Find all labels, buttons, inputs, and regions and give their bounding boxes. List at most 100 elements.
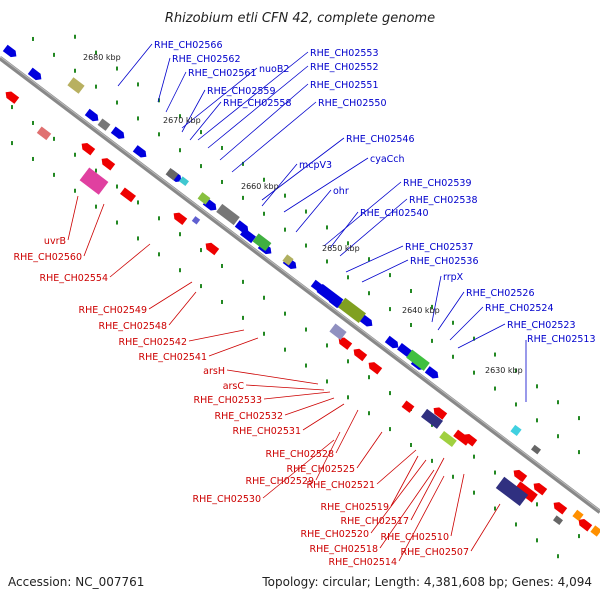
gene-label-blue[interactable]: rrpX: [443, 272, 464, 283]
tick-mark: [263, 177, 265, 182]
tick-mark: [32, 36, 34, 41]
gene-label-blue[interactable]: RHE_CH02539: [403, 178, 472, 189]
feature-annotation: [495, 476, 529, 507]
label-leader-line: [457, 323, 506, 349]
gene-label-blue[interactable]: RHE_CH02562: [172, 54, 241, 65]
gene-label-blue[interactable]: RHE_CH02523: [507, 320, 576, 331]
gene-label-blue[interactable]: RHE_CH02540: [360, 208, 429, 219]
gene-label-blue[interactable]: RHE_CH02538: [409, 195, 478, 206]
gene-label-blue[interactable]: mcpV3: [299, 160, 332, 171]
reverse-gene-block: [453, 429, 471, 446]
leader-layer: [67, 43, 527, 562]
label-leader-line: [197, 51, 309, 141]
gene-label-red[interactable]: RHE_CH02507: [401, 547, 470, 558]
gene-label-red[interactable]: RHE_CH02514: [329, 557, 398, 568]
tick-mark: [326, 225, 328, 230]
tick-mark: [368, 375, 370, 380]
feature-annotation: [165, 167, 179, 181]
gene-label-red[interactable]: RHE_CH02560: [14, 252, 83, 263]
gene-label-red[interactable]: RHE_CH02529: [246, 476, 315, 487]
label-leader-line: [284, 397, 335, 416]
gene-label-red[interactable]: RHE_CH02549: [79, 305, 148, 316]
tick-mark: [305, 243, 307, 248]
gene-label-blue[interactable]: RHE_CH02513: [527, 334, 596, 345]
gene-label-red[interactable]: RHE_CH02528: [266, 449, 335, 460]
gene-label-blue[interactable]: RHE_CH02550: [318, 98, 387, 109]
label-leader-line: [262, 439, 335, 499]
label-leader-line: [339, 198, 408, 257]
gene-label-blue[interactable]: RHE_CH02551: [310, 80, 379, 91]
gene-label-red[interactable]: RHE_CH02519: [321, 502, 390, 513]
gene-label-red[interactable]: RHE_CH02548: [99, 321, 168, 332]
gene-label-blue[interactable]: RHE_CH02524: [485, 303, 554, 314]
feature-annotation: [439, 430, 457, 448]
tick-mark: [536, 502, 538, 507]
gene-label-red[interactable]: RHE_CH02554: [40, 273, 109, 284]
tick-mark: [494, 386, 496, 391]
gene-label-red[interactable]: RHE_CH02541: [139, 352, 208, 363]
gene-label-red[interactable]: RHE_CH02510: [381, 532, 450, 543]
tick-mark: [263, 331, 265, 336]
gene-label-blue[interactable]: RHE_CH02552: [310, 62, 379, 73]
tick-mark: [305, 363, 307, 368]
tick-mark: [515, 402, 517, 407]
gene-label-blue[interactable]: RHE_CH02566: [154, 40, 223, 51]
tick-mark: [473, 336, 475, 341]
gene-label-red[interactable]: RHE_CH02520: [301, 529, 370, 540]
tick-mark: [515, 522, 517, 527]
gene-label-blue[interactable]: RHE_CH02553: [310, 48, 379, 59]
tick-mark: [305, 209, 307, 214]
gene-label-red[interactable]: RHE_CH02518: [310, 544, 379, 555]
label-leader-line: [208, 337, 259, 357]
feature-annotation: [197, 192, 211, 205]
label-leader-line: [437, 291, 465, 331]
tick-mark: [284, 311, 286, 316]
label-leader-line: [345, 245, 404, 273]
gene-label-blue[interactable]: RHE_CH02546: [346, 134, 415, 145]
tick-mark: [53, 136, 55, 141]
tick-mark: [431, 338, 433, 343]
gene-label-red[interactable]: RHE_CH02525: [287, 464, 356, 475]
gene-label-red[interactable]: RHE_CH02532: [215, 411, 284, 422]
gene-label-blue[interactable]: RHE_CH02526: [466, 288, 535, 299]
label-leader-line: [261, 163, 298, 207]
gene-label-blue[interactable]: nuoB2: [259, 64, 289, 75]
label-leader-line: [181, 67, 258, 129]
gene-label-red[interactable]: RHE_CH02533: [194, 395, 263, 406]
map-title: Rhizobium etli CFN 42, complete genome: [165, 11, 435, 26]
tick-mark: [326, 379, 328, 384]
label-leader-line: [207, 65, 309, 149]
tick-mark: [473, 370, 475, 375]
feature-annotation: [553, 515, 563, 526]
tick-mark: [137, 116, 139, 121]
gene-label-red[interactable]: RHE_CH02531: [233, 426, 302, 437]
gene-label-red[interactable]: uvrB: [44, 236, 66, 247]
gene-label-red[interactable]: arsH: [203, 366, 225, 377]
label-leader-line: [390, 455, 419, 507]
gene-label-red[interactable]: RHE_CH02521: [307, 480, 376, 491]
forward-gene-arrow: [424, 366, 439, 379]
gene-label-red[interactable]: RHE_CH02542: [119, 337, 188, 348]
gene-label-red[interactable]: RHE_CH02530: [193, 494, 262, 505]
gene-label-blue[interactable]: RHE_CH02561: [188, 68, 257, 79]
tick-mark: [347, 395, 349, 400]
gene-label-blue[interactable]: ohr: [333, 186, 349, 197]
tick-mark: [347, 359, 349, 364]
feature-annotation: [531, 444, 541, 455]
gene-label-red[interactable]: RHE_CH02517: [341, 516, 410, 527]
tick-mark: [494, 352, 496, 357]
reverse-gene-arrow: [513, 469, 528, 483]
gene-label-red[interactable]: arsC: [223, 381, 245, 392]
gene-label-blue[interactable]: RHE_CH02537: [405, 242, 474, 253]
label-leader-line: [335, 409, 359, 454]
gene-label-blue[interactable]: RHE_CH02536: [410, 256, 479, 267]
gene-label-blue[interactable]: cyaCch: [370, 154, 405, 165]
tick-mark: [284, 193, 286, 198]
gene-label-blue[interactable]: RHE_CH02558: [223, 98, 292, 109]
gene-label-blue[interactable]: RHE_CH02559: [207, 86, 276, 97]
tick-mark: [263, 295, 265, 300]
tick-mark: [389, 427, 391, 432]
tick-mark: [557, 554, 559, 559]
label-leader-line: [449, 306, 484, 341]
feature-annotation: [97, 118, 111, 131]
